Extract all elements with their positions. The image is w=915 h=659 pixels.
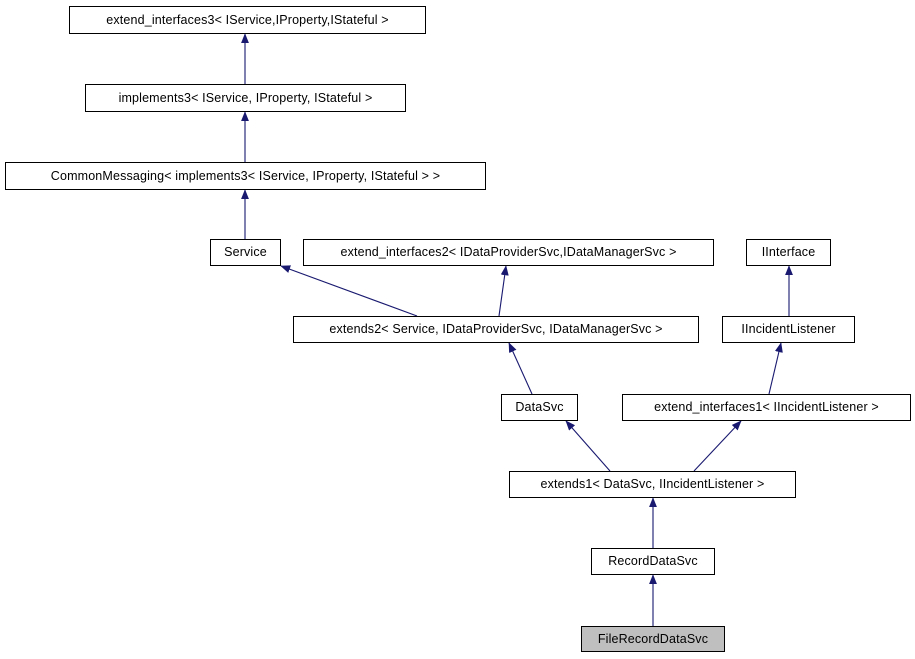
inheritance-edge-extends1-to-extend_interfaces1 — [693, 420, 742, 472]
class-node-label: FileRecordDataSvc — [597, 631, 709, 646]
class-node-extends2[interactable]: extends2< Service, IDataProviderSvc, IDa… — [293, 316, 699, 343]
class-node-extend_interfaces1[interactable]: extend_interfaces1< IIncidentListener > — [622, 394, 911, 421]
edges — [241, 33, 793, 626]
class-node-extends1[interactable]: extends1< DataSvc, IIncidentListener > — [509, 471, 796, 498]
class-node-CommonMessaging[interactable]: CommonMessaging< implements3< IService, … — [5, 162, 486, 190]
class-node-label: Service — [224, 245, 267, 260]
class-node-Service[interactable]: Service — [210, 239, 281, 266]
class-node-label: DataSvc — [515, 400, 564, 415]
inheritance-edge-extend_interfaces1-to-IIncidentListener — [768, 342, 783, 395]
class-node-label: extend_interfaces1< IIncidentListener > — [654, 400, 879, 415]
class-node-IIncidentListener[interactable]: IIncidentListener — [722, 316, 855, 343]
class-node-label: RecordDataSvc — [608, 554, 698, 569]
inheritance-edge-extends2-to-Service — [280, 265, 418, 317]
class-node-label: implements3< IService, IProperty, IState… — [118, 90, 373, 105]
class-node-RecordDataSvc[interactable]: RecordDataSvc — [591, 548, 715, 575]
class-node-DataSvc[interactable]: DataSvc — [501, 394, 578, 421]
class-node-extend_interfaces2[interactable]: extend_interfaces2< IDataProviderSvc,IDa… — [303, 239, 714, 266]
inheritance-edge-extends1-to-DataSvc — [565, 420, 611, 472]
class-node-label: extend_interfaces2< IDataProviderSvc,IDa… — [340, 245, 677, 260]
class-node-FileRecordDataSvc[interactable]: FileRecordDataSvc — [581, 626, 725, 652]
class-node-extend_interfaces3[interactable]: extend_interfaces3< IService,IProperty,I… — [69, 6, 426, 34]
class-node-label: extends1< DataSvc, IIncidentListener > — [540, 477, 765, 492]
class-node-label: IInterface — [761, 245, 816, 260]
inheritance-edge-extends2-to-extend_interfaces2 — [498, 265, 509, 317]
class-node-label: CommonMessaging< implements3< IService, … — [50, 168, 441, 183]
class-node-implements3[interactable]: implements3< IService, IProperty, IState… — [85, 84, 406, 112]
class-node-IInterface[interactable]: IInterface — [746, 239, 831, 266]
class-node-label: IIncidentListener — [741, 322, 836, 337]
class-node-label: extend_interfaces3< IService,IProperty,I… — [106, 12, 389, 27]
class-node-label: extends2< Service, IDataProviderSvc, IDa… — [329, 322, 663, 337]
inheritance-edge-DataSvc-to-extends2 — [508, 342, 533, 395]
